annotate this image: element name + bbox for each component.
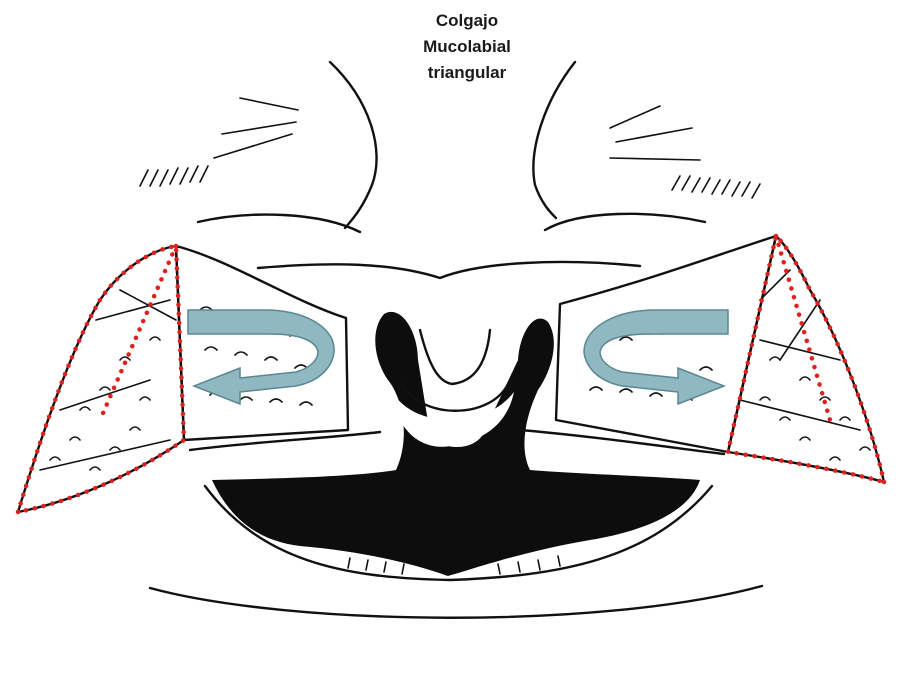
right-rotation-arrow	[584, 310, 728, 404]
oral-cavity	[212, 312, 700, 576]
right-flap	[556, 236, 884, 482]
nose-outline	[198, 62, 705, 278]
cheek-strokes	[140, 98, 760, 198]
left-rotation-arrow	[188, 310, 334, 404]
